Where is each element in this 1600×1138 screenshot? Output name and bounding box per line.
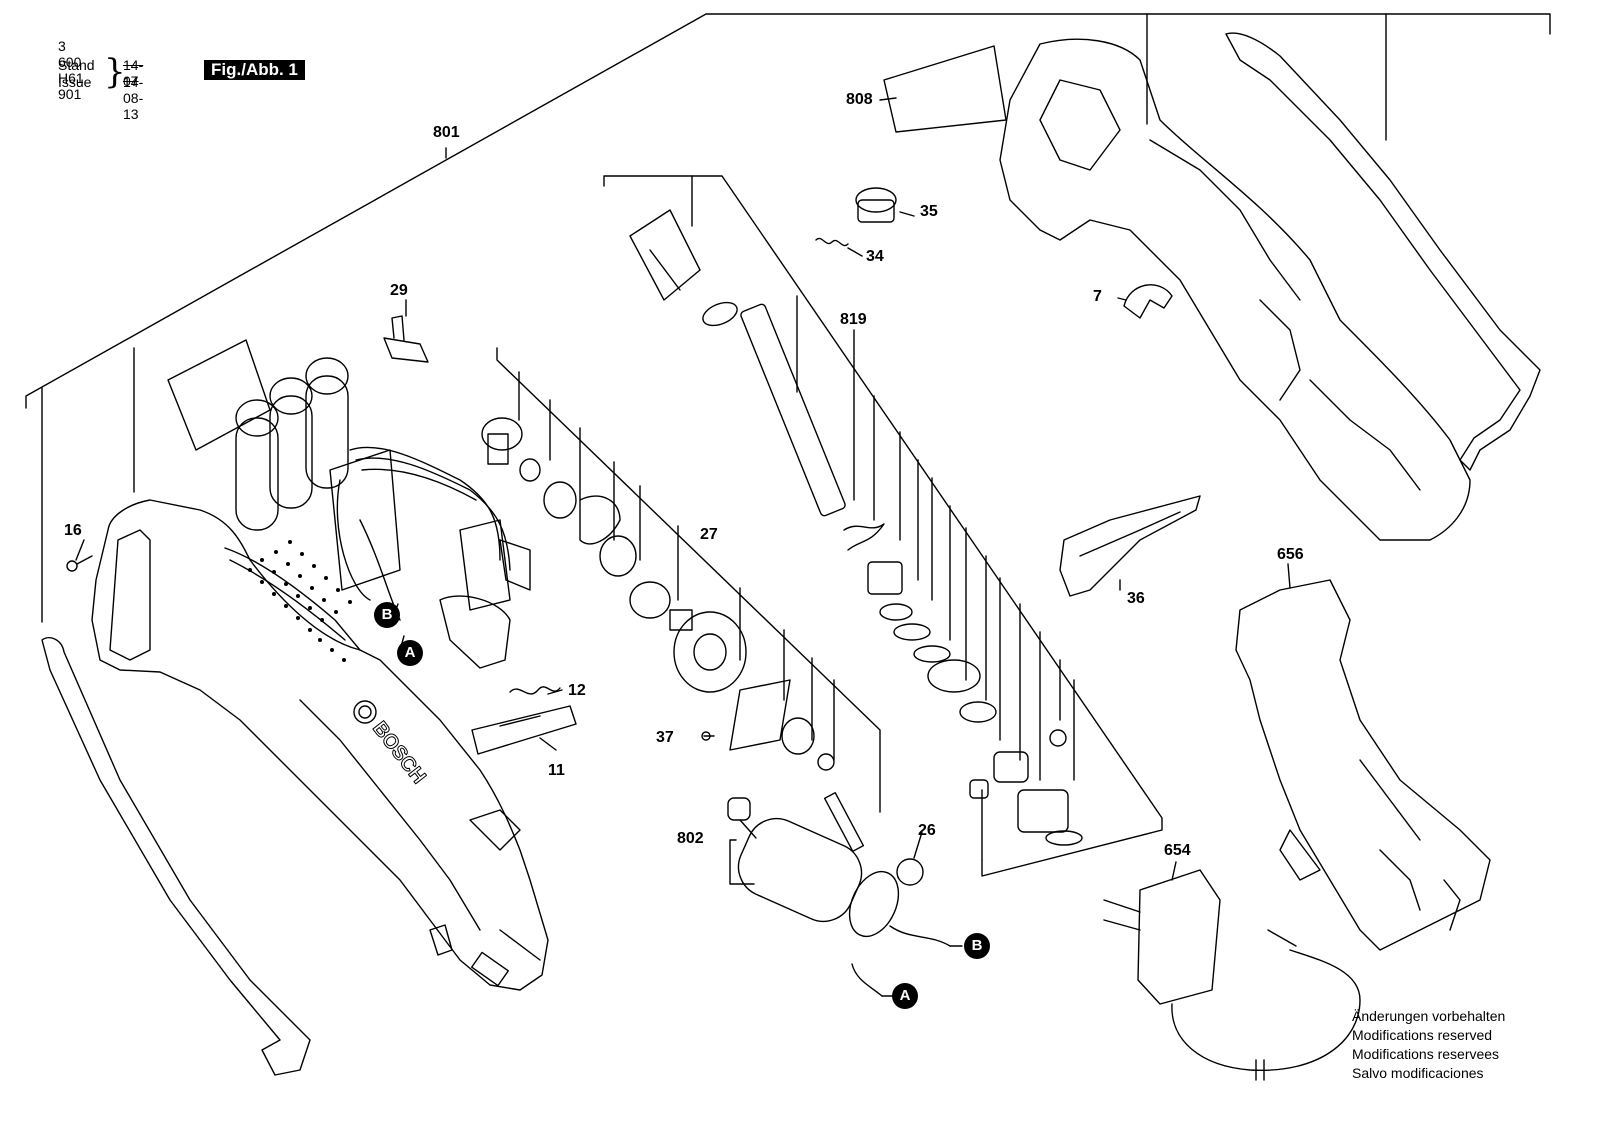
label-26: 26 — [918, 822, 936, 839]
connector-marker-b-upper: B — [374, 602, 400, 628]
bracket-819 — [603, 175, 1163, 877]
issue-label: Issue — [58, 74, 92, 90]
label-sheet-808 — [883, 45, 1007, 133]
part-656-blade-holder — [1235, 579, 1491, 951]
notice-spanish: Salvo modificaciones — [1352, 1065, 1484, 1081]
label-802: 802 — [677, 830, 704, 847]
label-sheet-left — [167, 339, 271, 451]
label-654: 654 — [1164, 842, 1191, 859]
motor-leaders — [729, 839, 963, 997]
label-11: 11 — [548, 762, 565, 779]
bracket-27 — [496, 347, 881, 813]
notice-french: Modifications reservees — [1352, 1046, 1500, 1062]
connector-marker-a-upper: A — [397, 640, 423, 666]
modifications-notice: Änderungen vorbehalten Modifications res… — [1352, 1007, 1505, 1083]
connector-marker-b-lower: B — [964, 933, 990, 959]
notice-german: Änderungen vorbehalten — [1352, 1008, 1506, 1024]
part-11-slider — [471, 705, 577, 755]
label-808: 808 — [846, 91, 873, 108]
battery-cells — [235, 357, 349, 531]
bracket-801 — [25, 13, 1551, 623]
label-35: 35 — [920, 203, 938, 220]
bosch-logo-circle — [353, 700, 377, 724]
part-36-holder — [1059, 495, 1201, 597]
grip-dot-pattern — [248, 540, 352, 662]
label-819: 819 — [840, 311, 867, 328]
switch-unit — [439, 519, 531, 669]
leader-lines — [75, 97, 1291, 881]
part-12-spring — [509, 686, 561, 695]
left-housing-shell — [91, 499, 549, 991]
right-housing-shell — [999, 38, 1471, 541]
label-16: 16 — [64, 522, 82, 539]
part-29-clip — [383, 315, 429, 363]
stand-label: Stand — [58, 57, 95, 73]
charger-654 — [1103, 869, 1361, 1081]
label-34: 34 — [866, 248, 884, 265]
circuit-board — [329, 446, 511, 621]
right-guard-rail — [1225, 32, 1541, 471]
gear-group — [481, 417, 924, 886]
connector-marker-a-lower: A — [892, 983, 918, 1009]
notice-english: Modifications reserved — [1352, 1027, 1493, 1043]
part-7-cap — [1123, 284, 1173, 319]
part-16-screw — [66, 555, 93, 572]
part-35-knob — [855, 187, 897, 223]
figure-badge: Fig./Abb. 1 — [204, 60, 305, 80]
label-801: 801 — [433, 124, 460, 141]
shaft-assembly — [629, 209, 1083, 846]
old-stand-date: 14-07 — [123, 57, 144, 89]
label-29: 29 — [390, 282, 408, 299]
label-656: 656 — [1277, 546, 1304, 563]
issue-date: 14-08-13 — [123, 74, 144, 122]
label-27: 27 — [700, 526, 718, 543]
part-34-spring — [815, 237, 849, 247]
part-number: 3 600 H61 901 — [58, 38, 84, 102]
label-7: 7 — [1093, 288, 1102, 305]
brace-symbol: } — [104, 52, 126, 92]
motor-802 — [727, 797, 951, 997]
label-36: 36 — [1127, 590, 1145, 607]
label-37: 37 — [656, 729, 674, 746]
label-12: 12 — [568, 682, 586, 699]
bosch-brand-text: BOSCH — [368, 718, 430, 788]
left-guard-rail — [41, 636, 311, 1076]
